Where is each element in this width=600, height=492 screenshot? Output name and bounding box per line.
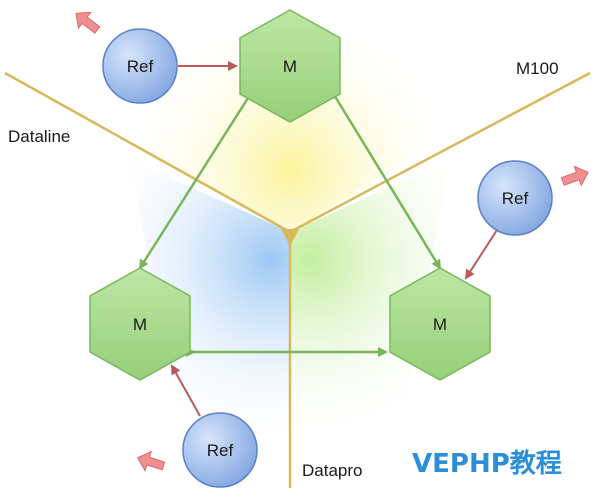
ref-label: Ref (207, 441, 234, 460)
sync-arrows (138, 88, 442, 357)
master-hexagon (239, 9, 341, 123)
master-node-right: M (389, 267, 491, 381)
zone-label-m100: M100 (516, 59, 559, 78)
outgoing-arrow-right (560, 165, 589, 187)
master-label: M (283, 57, 297, 76)
ref-arrow-right (464, 229, 498, 280)
master-label: M (133, 315, 147, 334)
watermark-text: VEPHP教程 (412, 449, 562, 479)
ref-node-bottom: Ref (182, 412, 258, 488)
ref-node-top: Ref (102, 28, 178, 104)
ref-circle (477, 160, 553, 236)
outgoing-arrows (75, 11, 589, 472)
ref-label: Ref (127, 57, 154, 76)
ref-arrow-bottom (171, 364, 201, 417)
master-hexagon (89, 267, 191, 381)
sync-arrow-top-left (138, 88, 257, 270)
sync-arrow-top-right (327, 88, 442, 270)
master-label: M (433, 315, 447, 334)
ref-circle (102, 28, 178, 104)
watermark-backdrop (380, 438, 598, 486)
zone-label-datapro: Datapro (302, 461, 362, 480)
ref-label: Ref (502, 189, 529, 208)
zone-label-dataline: Dataline (8, 127, 70, 146)
master-hexagon (389, 267, 491, 381)
zone-yellow-center (95, 40, 475, 232)
ref-arrows (171, 61, 498, 417)
boundary-junction (281, 229, 299, 246)
ref-node-right: Ref (477, 160, 553, 236)
ref-circle (182, 412, 258, 488)
master-node-left: M (89, 267, 191, 381)
master-node-top: M (239, 9, 341, 123)
outgoing-arrow-bottom-left (136, 450, 166, 472)
outgoing-arrow-top-left (75, 11, 101, 34)
